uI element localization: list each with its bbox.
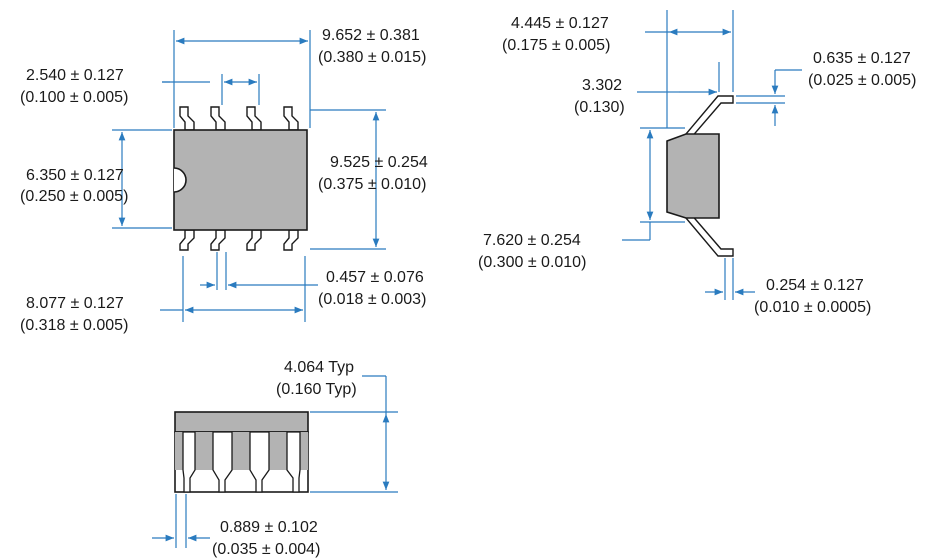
lead-offset-in: (0.130): [574, 99, 625, 116]
lower-lead: [685, 211, 734, 257]
lead-width-in: (0.018 ± 0.003): [318, 291, 426, 308]
lead-foot-in: (0.035 ± 0.004): [212, 541, 320, 558]
body-width-in: (0.250 ± 0.005): [20, 188, 128, 205]
body-length-in: (0.380 ± 0.015): [318, 49, 426, 66]
pin1-notch: [173, 167, 187, 193]
lead-row-length-in: (0.318 ± 0.005): [20, 317, 128, 334]
body-length-mm: 9.652 ± 0.381: [322, 27, 420, 44]
lead-thickness-mm: 0.635 ± 0.127: [813, 50, 911, 67]
end-view: 4.064 Typ (0.160 Typ) 0.889 ± 0.102 (0.0…: [152, 359, 398, 558]
side-view: 4.445 ± 0.127 (0.175 ± 0.005) 3.302 (0.1…: [478, 10, 916, 316]
end-height-mm: 4.064 Typ: [284, 359, 354, 376]
top-view: 9.652 ± 0.381 (0.380 ± 0.015) 2.540 ± 0.…: [20, 27, 428, 334]
lead-tip-in: (0.010 ± 0.0005): [754, 299, 871, 316]
upper-lead: [685, 95, 734, 141]
standoff-in: (0.175 ± 0.005): [502, 37, 610, 54]
lead-span-in: (0.375 ± 0.010): [318, 176, 426, 193]
body-height-mm: 7.620 ± 0.254: [483, 232, 581, 249]
top-pins: [179, 106, 299, 131]
lead-span-mm: 9.525 ± 0.254: [330, 154, 428, 171]
body-width-mm: 6.350 ± 0.127: [26, 167, 124, 184]
lead-width-mm: 0.457 ± 0.076: [326, 269, 424, 286]
lead-row-length-mm: 8.077 ± 0.127: [26, 295, 124, 312]
end-view-pins: [182, 431, 301, 493]
lead-tip-mm: 0.254 ± 0.127: [766, 277, 864, 294]
lead-thickness-in: (0.025 ± 0.005): [808, 72, 916, 89]
lead-offset-mm: 3.302: [582, 77, 622, 94]
lead-foot-mm: 0.889 ± 0.102: [220, 519, 318, 536]
standoff-mm: 4.445 ± 0.127: [511, 15, 609, 32]
body-height-in: (0.300 ± 0.010): [478, 254, 586, 271]
end-height-in: (0.160 Typ): [276, 381, 357, 398]
ic-body-top: [173, 129, 308, 231]
pin-pitch-mm: 2.540 ± 0.127: [26, 67, 124, 84]
bottom-pins: [179, 229, 299, 251]
ic-body-side: [666, 133, 720, 219]
pin-pitch-in: (0.100 ± 0.005): [20, 89, 128, 106]
ic-body-end-cap: [174, 411, 309, 433]
